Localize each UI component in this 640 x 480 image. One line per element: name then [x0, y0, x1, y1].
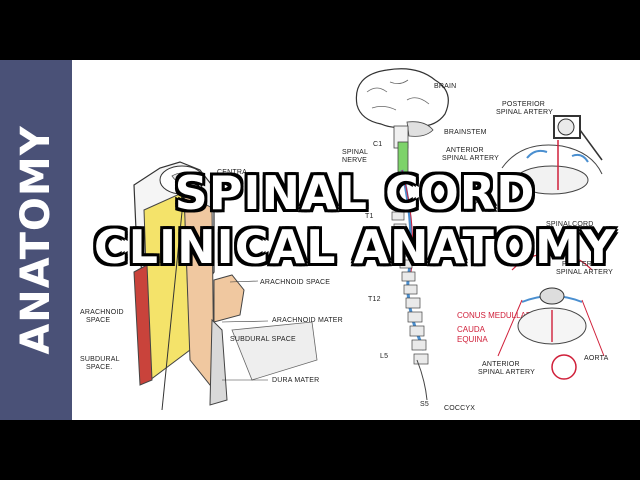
brain-spine-illustration: [355, 68, 449, 401]
label-subdural-space: SUBDURAL SPACE: [230, 336, 296, 343]
label-s5: S5: [420, 401, 429, 408]
thumbnail-frame: ANATOMY CENTRA ARACHNOID SPACE ARACHNOID…: [0, 60, 640, 420]
label-posterior-spinal-artery-b: POSTERIOR: [562, 261, 605, 268]
label-vertebrae: RAE: [470, 199, 485, 206]
label-arachnoid-space: ARACHNOID SPACE: [260, 279, 330, 286]
label-central: CENTRA: [217, 169, 247, 176]
label-anterior-spinal-artery: ANTERIOR: [446, 147, 484, 154]
label-brain: BRAIN: [434, 83, 456, 90]
label-subdural-space-left: SUBDURAL: [80, 356, 120, 363]
label-spinal-nerve: SPINAL: [342, 149, 368, 156]
label-coccyx: COCCYX: [444, 405, 475, 412]
label-posterior-spinal-artery-b-2: SPINAL ARTERY: [556, 269, 613, 276]
label-anterior-spinal-artery-b-2: SPINAL ARTERY: [478, 369, 535, 376]
label-conus-medullaris: CONUS MEDULLARIS: [457, 311, 539, 320]
label-cauda-equina-2: EQUINA: [457, 335, 488, 344]
label-spinal-nerve-2: NERVE: [342, 157, 367, 164]
title-line-1: SPINAL CORD: [174, 166, 536, 220]
anatomy-illustration: CENTRA ARACHNOID SPACE ARACHNOID SPACE A…: [80, 68, 613, 412]
label-posterior-spinal-artery-2: SPINAL ARTERY: [496, 109, 553, 116]
label-t12: T12: [368, 296, 381, 303]
label-spinal-cord: SPINALCORD: [546, 221, 594, 228]
label-arachnoid-mater: ARACHNOID MATER: [272, 317, 343, 324]
label-anterior-spinal-artery-b: ANTERIOR: [482, 361, 520, 368]
spinal-cord-block-illustration: [133, 161, 318, 411]
label-l5: L5: [380, 353, 388, 360]
label-c1: C1: [373, 141, 382, 148]
label-posterior-spinal-artery: POSTERIOR: [502, 101, 545, 108]
label-arachnoid-space-left-2: SPACE: [86, 317, 110, 324]
label-aorta: AORTA: [584, 355, 609, 362]
vertebra-artery-illustration: [497, 115, 605, 380]
label-t1: T1: [365, 213, 374, 220]
label-cauda-equina: CAUDA: [457, 325, 486, 334]
label-anterior-spinal-artery-2: SPINAL ARTERY: [442, 155, 499, 162]
label-disc: DISC: [470, 179, 488, 186]
label-arachnoid-space-left: ARACHNOID: [80, 309, 124, 316]
side-bar: ANATOMY: [0, 60, 72, 420]
label-dura-mater: DURA MATER: [272, 377, 319, 384]
label-subdural-space-left-2: SPACE.: [86, 364, 112, 371]
title-line-2: CLINICAL ANATOMY: [93, 220, 617, 274]
label-brainstem: BRAINSTEM: [444, 129, 487, 136]
